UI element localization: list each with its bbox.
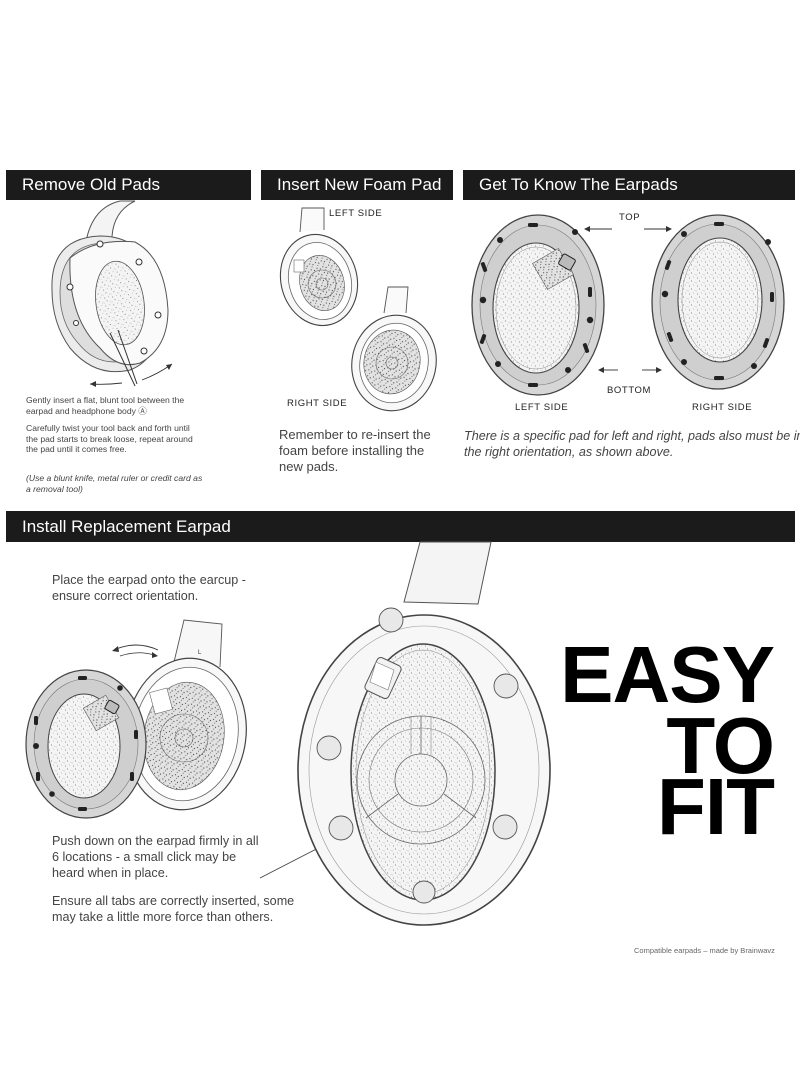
insert-foam-text: Remember to re-insert the foam before in… <box>279 427 431 474</box>
slogan-easy: EASY <box>560 630 775 719</box>
left-earpad-diagram <box>471 214 605 396</box>
remove-note-text: (Use a blunt knife, metal ruler or credi… <box>26 473 203 494</box>
remove-pads-header: Remove Old Pads <box>6 170 251 200</box>
know-earpads-header: Get To Know The Earpads <box>463 170 795 200</box>
insert-foam-header: Insert New Foam Pad <box>261 170 453 200</box>
remove-pad-illustration <box>51 200 173 387</box>
brand-credit: Compatible earpads – made by Brainwavz <box>634 946 775 955</box>
install-earpad-header: Install Replacement Earpad <box>6 511 795 542</box>
top-arrows <box>584 226 672 232</box>
know-right-side-label: RIGHT SIDE <box>692 402 753 413</box>
bottom-arrows <box>598 367 662 373</box>
install-large-earpad-illustration <box>297 541 551 926</box>
slogan-to: TO <box>666 701 775 790</box>
left-earcup-illustration <box>279 207 359 327</box>
cup-marker: L <box>198 650 202 656</box>
insert-right-side-label: RIGHT SIDE <box>287 398 348 409</box>
remove-step1-text: Gently insert a flat, blunt tool between… <box>26 395 185 416</box>
place-earpad-text: Place the earpad onto the earcup - ensur… <box>52 573 246 603</box>
right-earpad-diagram <box>651 214 785 390</box>
know-left-side-label: LEFT SIDE <box>515 402 569 413</box>
know-earpads-text: There is a specific pad for left and rig… <box>464 429 800 459</box>
rotate-arrow <box>112 644 159 658</box>
remove-step2-text: Carefully twist your tool back and forth… <box>26 423 193 454</box>
insert-left-side-label: LEFT SIDE <box>329 208 383 219</box>
bottom-label: BOTTOM <box>607 385 652 396</box>
right-earcup-illustration <box>351 286 437 412</box>
push-down-text: Push down on the earpad firmly in all 6 … <box>52 834 259 880</box>
slogan-fit: FIT <box>657 762 775 851</box>
tabs-inserted-text: Ensure all tabs are correctly inserted, … <box>52 894 295 924</box>
top-label: TOP <box>619 212 641 223</box>
install-small-illustration: L <box>25 619 247 819</box>
